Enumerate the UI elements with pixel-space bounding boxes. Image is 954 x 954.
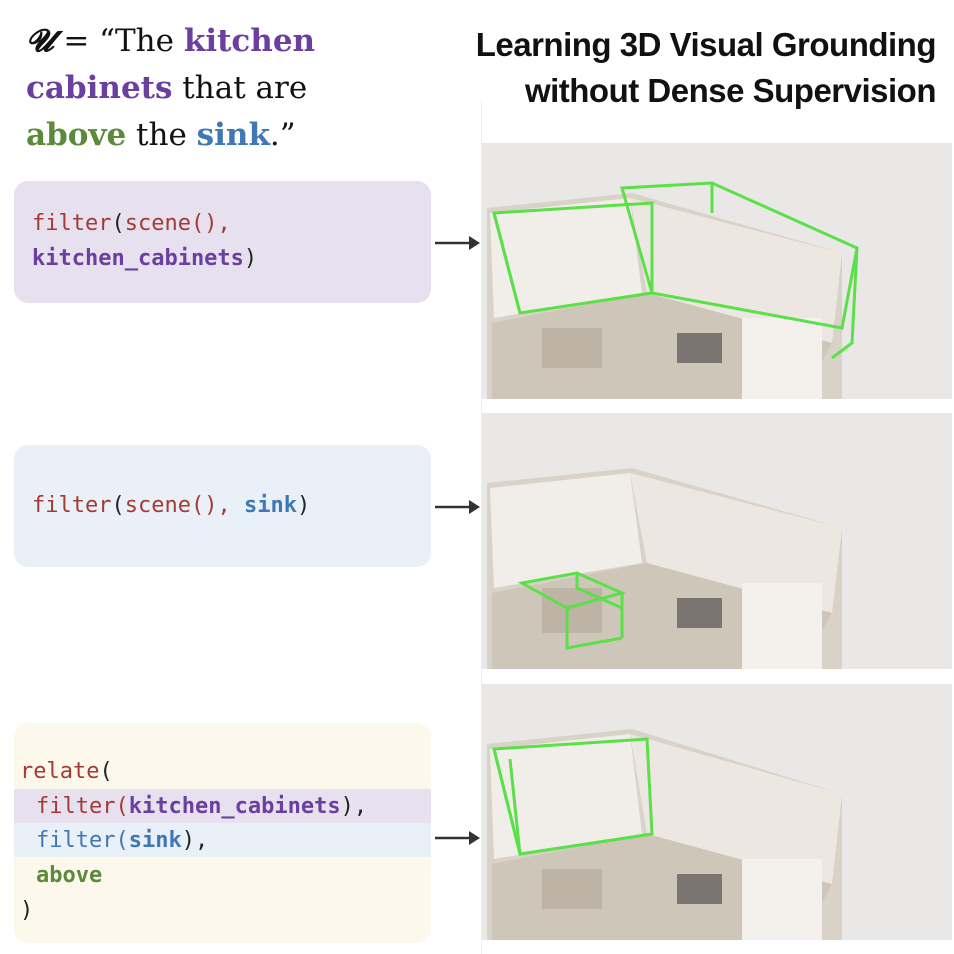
code-line: filter(scene(), sink): [32, 488, 310, 523]
arrow-right-icon: [435, 500, 480, 514]
scene-render-3: [482, 684, 952, 940]
code-scene: scene(),: [124, 493, 244, 518]
title-line-2: without Dense Supervision: [524, 72, 937, 109]
code-line: kitchen_cabinets): [32, 241, 257, 276]
code-paren: (: [111, 211, 125, 236]
code-arg: sink: [128, 828, 182, 853]
word-sink: sink: [196, 117, 270, 153]
code-paren: (: [111, 493, 125, 518]
code-fn: filter: [32, 211, 112, 236]
code-line: ): [20, 893, 33, 928]
arrow-right-icon: [435, 236, 480, 250]
highlight-sink: [14, 823, 431, 857]
utterance-symbol: 𝓤: [26, 23, 54, 59]
page-title: Learning 3D Visual Grounding without Den…: [396, 22, 937, 114]
code-fn: filter: [32, 493, 112, 518]
code-fn: filter(: [36, 828, 129, 853]
scene-render-2: [482, 413, 952, 669]
utterance: 𝓤 = “The kitchen cabinets that are above…: [26, 18, 406, 159]
code-close: ),: [181, 828, 209, 853]
utterance-text: that are: [172, 70, 308, 106]
code-paren: (: [99, 759, 113, 784]
code-line: above: [36, 858, 102, 893]
arrow-right-icon: [435, 831, 480, 845]
program-box-1: filter(scene(), kitchen_cabinets): [14, 181, 431, 303]
code-arg: sink: [243, 493, 297, 518]
divider: [481, 100, 482, 954]
scene-render-1: [482, 143, 952, 399]
code-close: ): [243, 246, 258, 271]
program-box-3: relate( filter(kitchen_cabinets), filter…: [14, 723, 431, 943]
code-arg: kitchen_cabinets: [32, 246, 244, 271]
code-line: filter(scene(),: [32, 206, 231, 241]
title-line-1: Learning 3D Visual Grounding: [475, 26, 937, 63]
code-scene: scene(),: [124, 211, 231, 236]
utterance-text: the: [126, 117, 197, 153]
code-arg: kitchen_cabinets: [128, 794, 341, 819]
program-box-2: filter(scene(), sink): [14, 445, 431, 567]
code-arg: above: [36, 863, 103, 888]
highlight-cabinets: [14, 789, 431, 823]
word-above: above: [26, 117, 127, 153]
utterance-text: .”: [269, 117, 296, 153]
code-close: ),: [340, 794, 368, 819]
code-fn: filter(: [36, 794, 129, 819]
code-line: filter(kitchen_cabinets),: [36, 789, 367, 824]
code-close: ): [296, 493, 311, 518]
code-line: relate(: [20, 754, 113, 789]
code-fn: relate: [20, 759, 100, 784]
code-close: ): [20, 898, 34, 923]
word-kitchen-cabinets: kitchen cabinets: [26, 23, 316, 106]
utterance-text: = “The: [53, 23, 184, 59]
code-line: filter(sink),: [36, 823, 208, 858]
